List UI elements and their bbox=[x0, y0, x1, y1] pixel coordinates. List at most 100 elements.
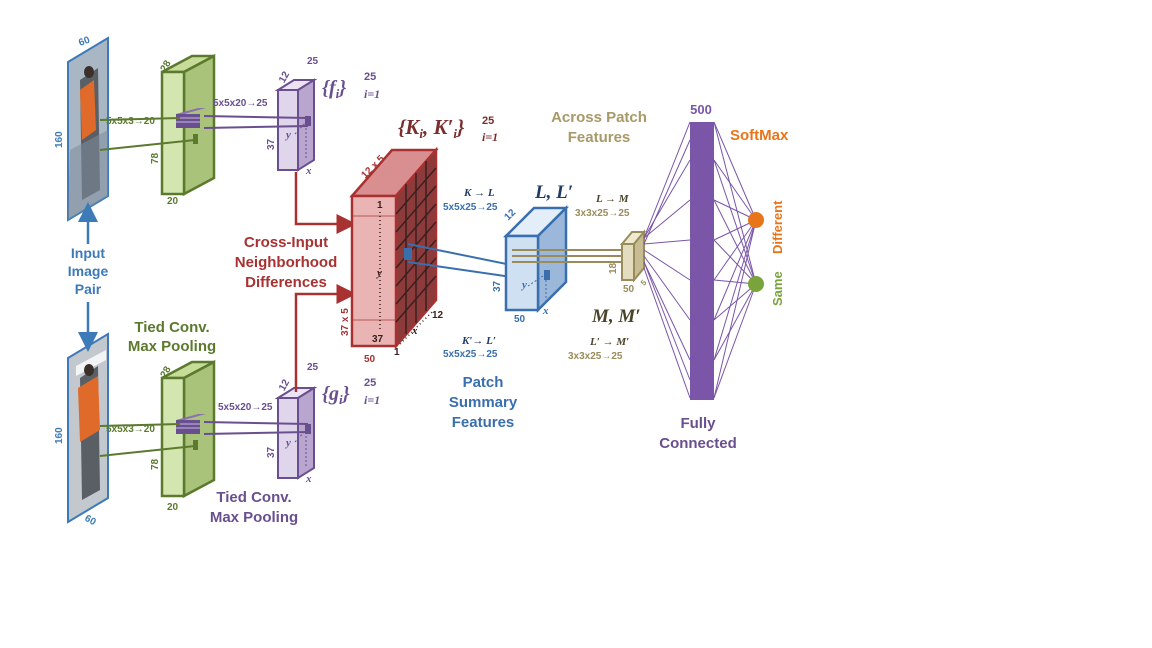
patch-dim-top: 12 bbox=[503, 207, 519, 223]
feature-top-set-sup: 25 bbox=[364, 71, 376, 83]
cross-label-line3: Differences bbox=[245, 274, 327, 291]
cross-set-sub: i bbox=[419, 126, 423, 141]
conv-top-dim-side: 78 bbox=[150, 152, 161, 164]
input-image-bottom bbox=[67, 332, 109, 524]
feature-bottom-axis-y: y bbox=[284, 437, 291, 449]
patch-axis-y: y bbox=[520, 279, 527, 291]
softmax-out-different: Different bbox=[770, 200, 785, 254]
input-label-line2: Image bbox=[68, 263, 109, 279]
feature-top-axis-x: x bbox=[305, 165, 312, 177]
softmax-node-same bbox=[748, 276, 764, 292]
feature-top-dim-right: 25 bbox=[307, 56, 319, 67]
softmax-node-different bbox=[748, 212, 764, 228]
feature-bottom-set-label: {gi} 25 i=1 bbox=[322, 377, 380, 407]
softmax-out-same: Same bbox=[770, 271, 785, 306]
input-bottom-width: 60 bbox=[83, 513, 99, 528]
fc-units: 500 bbox=[690, 102, 712, 117]
patch-label-line3: Features bbox=[452, 414, 515, 431]
feature-bottom-filter: 5x5x20→25 bbox=[218, 402, 273, 413]
across-label-line2: Features bbox=[568, 129, 631, 146]
patch-op-bottom-filter: 5x5x25→25 bbox=[443, 349, 498, 360]
input-top-width: 60 bbox=[77, 35, 92, 49]
cross-dim-side: 37 x 5 bbox=[340, 308, 351, 336]
conv-green-label-line1: Tied Conv. bbox=[134, 319, 209, 336]
feature-bottom-set-sub: i bbox=[339, 392, 343, 407]
across-op-bottom-filter: 3x3x25→25 bbox=[568, 351, 623, 362]
conv-kernel-bottom bbox=[176, 414, 206, 434]
conv-purple-label-line1: Tied Conv. bbox=[216, 489, 291, 506]
conv-top-filter: 5x5x3→20 bbox=[106, 116, 155, 127]
across-op-top: L → M bbox=[595, 193, 630, 205]
patch-dim-side: 37 bbox=[492, 280, 503, 292]
feature-bottom-set-sup: 25 bbox=[364, 377, 376, 389]
feature-top-set: {f bbox=[322, 77, 338, 99]
feature-bottom-dim-side: 37 bbox=[266, 446, 277, 458]
input-top-height: 160 bbox=[54, 131, 65, 148]
fc-layer-bar bbox=[690, 122, 714, 400]
fc-connections bbox=[643, 121, 757, 399]
conv-purple-label-line2: Max Pooling bbox=[210, 509, 298, 526]
across-title: M, M′ bbox=[591, 306, 641, 327]
conv-top-dim-top: 28 bbox=[159, 58, 174, 74]
patch-label-line2: Summary bbox=[449, 394, 518, 411]
conv-kernel-top bbox=[176, 108, 206, 128]
softmax-label: SoftMax bbox=[730, 127, 789, 144]
feature-map-top bbox=[274, 78, 318, 172]
cross-idx-37: 37 bbox=[372, 334, 384, 345]
feature-bottom-axis-x: x bbox=[305, 473, 312, 485]
feature-top-dim-side: 37 bbox=[266, 138, 277, 150]
cross-idx-y: y bbox=[375, 267, 382, 279]
across-dim-side: 18 bbox=[608, 262, 619, 274]
input-image-top bbox=[67, 36, 109, 222]
cross-set-range: i=1 bbox=[482, 130, 498, 144]
feature-bottom-dim-right: 25 bbox=[307, 362, 319, 373]
feature-bottom-set-range: i=1 bbox=[364, 393, 380, 407]
feature-top-set-sub: i bbox=[336, 86, 340, 101]
fc-label-line2: Connected bbox=[659, 435, 737, 452]
conv-bottom-filter: 5x5x3→20 bbox=[106, 424, 155, 435]
patch-axis-x: x bbox=[542, 305, 549, 317]
across-dim-bottom: 50 bbox=[623, 284, 635, 295]
cross-set-label: {Ki, K′i} 25 i=1 bbox=[398, 115, 498, 144]
svg-text:{Ki, K′i}: {Ki, K′i} bbox=[398, 115, 465, 141]
feature-top-set-range: i=1 bbox=[364, 87, 380, 101]
cross-idx-1-top: 1 bbox=[377, 200, 383, 211]
patch-label-line1: Patch bbox=[463, 374, 504, 391]
patch-summary-block bbox=[502, 204, 570, 314]
cross-idx-x: x bbox=[411, 325, 418, 337]
conv-bottom-dim-top: 28 bbox=[159, 364, 174, 380]
across-label-line1: Across Patch bbox=[551, 109, 647, 126]
cross-set-mid: , K′ bbox=[422, 115, 453, 139]
conv-bottom-dim-bottom: 20 bbox=[167, 502, 179, 513]
patch-op-top: K → L bbox=[463, 187, 495, 199]
cross-idx-1-bottom: 1 bbox=[394, 347, 400, 358]
svg-text:{gi}: {gi} bbox=[322, 383, 350, 407]
feature-top-set-label: {fi} 25 i=1 bbox=[322, 71, 380, 101]
cross-set: {K bbox=[398, 115, 421, 139]
cross-grid-depth: 12 bbox=[432, 310, 444, 321]
across-op-bottom: L′ → M′ bbox=[589, 336, 629, 348]
conv-green-label-line2: Max Pooling bbox=[128, 338, 216, 355]
feature-top-filter: 5x5x20→25 bbox=[213, 98, 268, 109]
patch-dim-bottom: 50 bbox=[514, 314, 526, 325]
input-label-line3: Pair bbox=[75, 281, 102, 297]
cross-label-line2: Neighborhood bbox=[235, 254, 337, 271]
feature-top-axis-y: y bbox=[284, 129, 291, 141]
cross-label-line1: Cross-Input bbox=[244, 234, 328, 251]
across-patch-block bbox=[619, 229, 647, 283]
across-op-top-filter: 3x3x25→25 bbox=[575, 208, 630, 219]
fc-label-line1: Fully bbox=[680, 415, 716, 432]
feature-top-dim-left: 12 bbox=[277, 69, 292, 85]
input-label-line1: Input bbox=[71, 245, 106, 261]
patch-op-top-filter: 5x5x25→25 bbox=[443, 202, 498, 213]
feature-bottom-set: {g bbox=[322, 383, 339, 405]
cross-dim-bottom: 50 bbox=[364, 354, 376, 365]
patch-title: L, L′ bbox=[534, 182, 573, 203]
patch-op-bottom: K′→ L′ bbox=[461, 335, 496, 347]
conv-block-top bbox=[160, 53, 216, 197]
svg-text:{fi}: {fi} bbox=[322, 77, 346, 101]
conv-top-dim-bottom: 20 bbox=[167, 196, 179, 207]
across-dim-depth: 5 bbox=[639, 278, 649, 288]
feature-bottom-dim-left: 12 bbox=[277, 377, 292, 393]
